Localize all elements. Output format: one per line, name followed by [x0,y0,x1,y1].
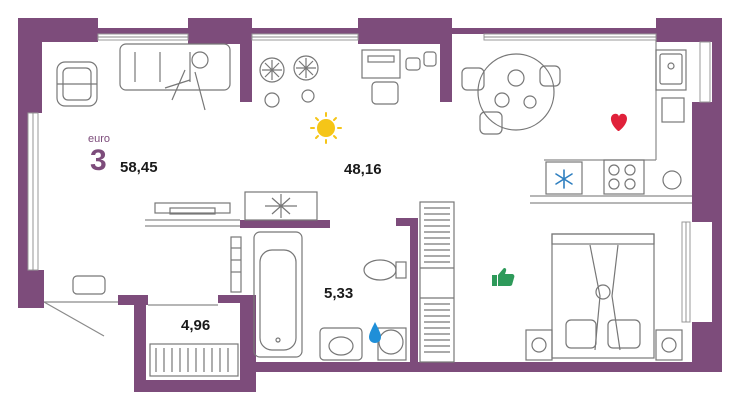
washer-dryer [525,329,683,361]
storage-shelves [419,201,455,363]
sun-icon [310,112,342,144]
kitchen-counter [545,49,687,195]
balcony-area-value: 4,96 [181,317,211,334]
heart-icon [610,113,627,131]
bed [551,233,655,359]
apartment-type-number: 3 [90,144,107,177]
sink [319,327,407,361]
armchair [56,61,98,107]
dining-table [461,53,561,135]
apartment-type-label: euro [88,133,111,145]
tv-console [154,191,318,221]
toilet [363,259,407,281]
windows [27,33,711,323]
snowflake-icon [555,169,573,189]
sofa [119,43,231,111]
walls [18,18,722,392]
kitchen-area-value: 48,16 [344,161,382,178]
plants [259,55,319,108]
bathroom-area-value: 5,33 [324,285,354,302]
partitions [43,40,692,337]
bathtub [253,231,303,358]
water-drop-icon [369,322,381,343]
balcony-radiator [149,343,239,377]
side-shelf [230,236,242,293]
ottoman [72,275,106,295]
thumbs-up-icon [492,267,515,286]
living-area-value: 58,45 [120,159,158,176]
desk [361,49,437,105]
